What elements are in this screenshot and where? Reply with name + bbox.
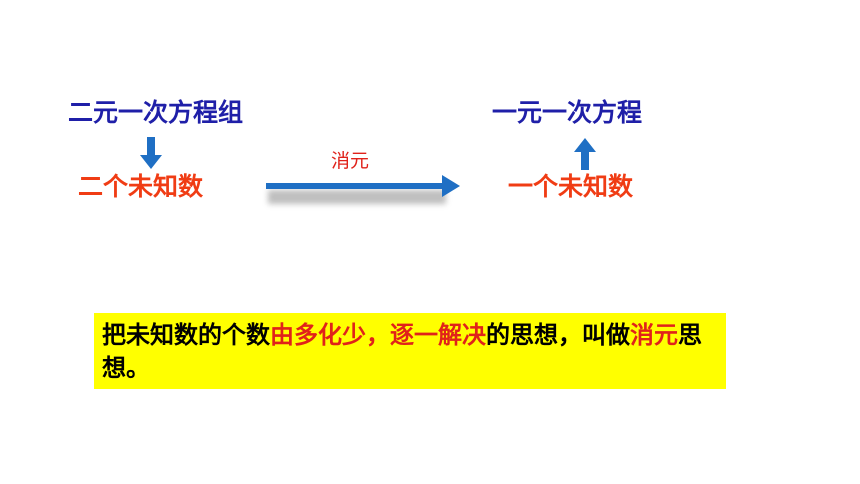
arrow-down-icon [140, 137, 162, 169]
arrow-label: 消元 [331, 150, 370, 172]
left-top-label: 二元一次方程组 [68, 98, 244, 127]
summary-text: 的思想，叫做 [486, 321, 630, 349]
summary-text: 把未知数的个数 [102, 321, 270, 349]
summary-box: 把未知数的个数由多化少，逐一解决的思想，叫做消元思想。 [94, 313, 726, 389]
arrow-right-icon [266, 175, 460, 204]
right-top-label: 一元一次方程 [492, 98, 643, 127]
left-bottom-label: 二个未知数 [78, 172, 204, 201]
summary-highlight: 消元 [630, 321, 678, 349]
right-bottom-label: 一个未知数 [508, 172, 634, 201]
summary-text: 思想。 [102, 321, 702, 382]
arrow-up-icon [574, 138, 596, 170]
summary-highlight: 由多化少，逐一解决 [270, 321, 486, 349]
